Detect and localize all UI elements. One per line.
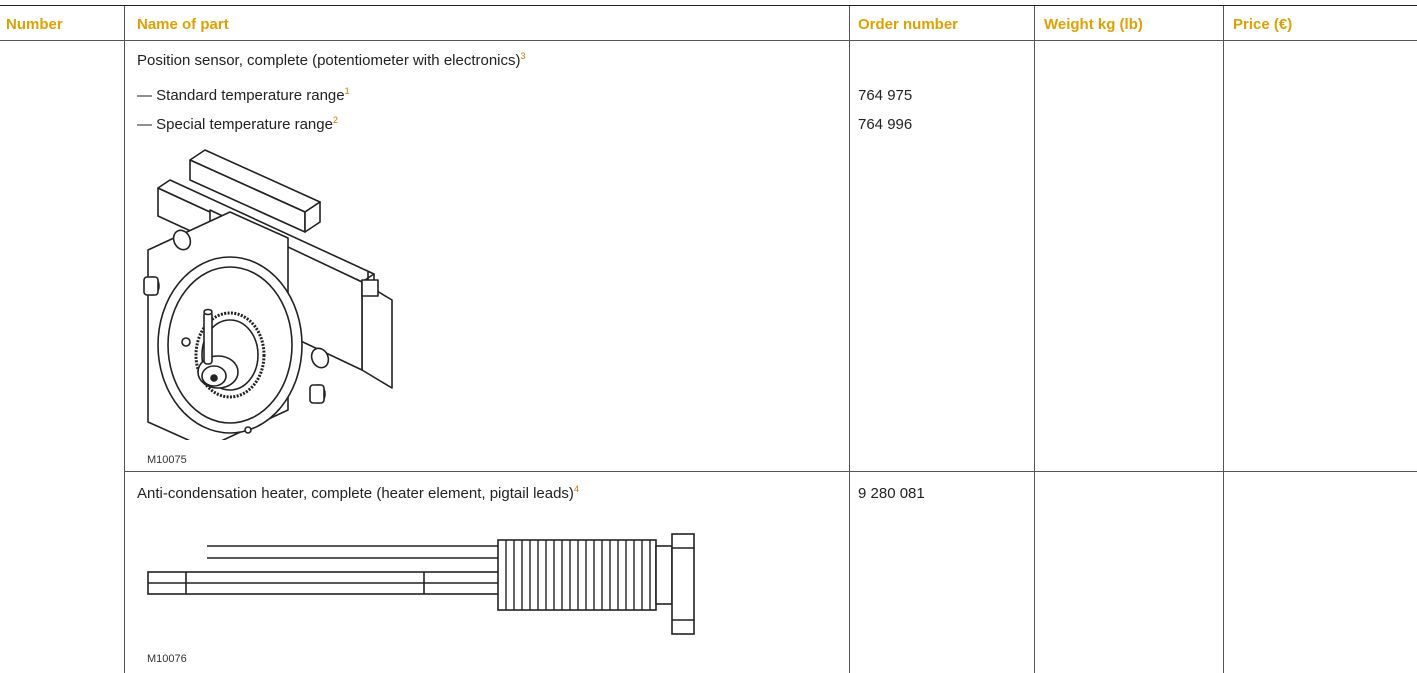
header-number: Number [6, 16, 63, 33]
header-price: Price (€) [1233, 16, 1293, 33]
column-divider [1223, 6, 1224, 673]
sub-item: — Standard temperature range1 [137, 86, 350, 104]
sub-item-label: — Special temperature range [137, 116, 333, 133]
footnote-mark: 4 [573, 484, 579, 494]
sub-item-label: — Standard temperature range [137, 87, 345, 104]
table-top-rule [0, 5, 1417, 6]
heater-illustration [147, 533, 695, 635]
table-row: Position sensor, complete (potentiometer… [137, 51, 526, 69]
table-header-rule [0, 40, 1417, 41]
order-number: 764 996 [858, 116, 913, 133]
column-divider [124, 6, 125, 673]
header-name-of-part: Name of part [137, 16, 229, 33]
figure-code: M10075 [147, 454, 187, 466]
order-number: 9 280 081 [858, 485, 925, 502]
figure-code: M10076 [147, 653, 187, 665]
footnote-mark: 1 [344, 86, 350, 96]
header-weight: Weight kg (lb) [1044, 16, 1143, 33]
footnote-mark: 2 [332, 115, 338, 125]
table-row-divider [124, 471, 1417, 472]
order-number: 764 975 [858, 87, 913, 104]
footnote-mark: 3 [520, 51, 526, 61]
column-divider [849, 6, 850, 673]
position-sensor-illustration [143, 149, 393, 440]
column-divider [1034, 6, 1035, 673]
table-row: Anti-condensation heater, complete (heat… [137, 484, 579, 502]
part-name: Position sensor, complete (potentiometer… [137, 52, 521, 69]
part-name: Anti-condensation heater, complete (heat… [137, 485, 574, 502]
sub-item: — Special temperature range2 [137, 115, 338, 133]
header-order-number: Order number [858, 16, 959, 33]
